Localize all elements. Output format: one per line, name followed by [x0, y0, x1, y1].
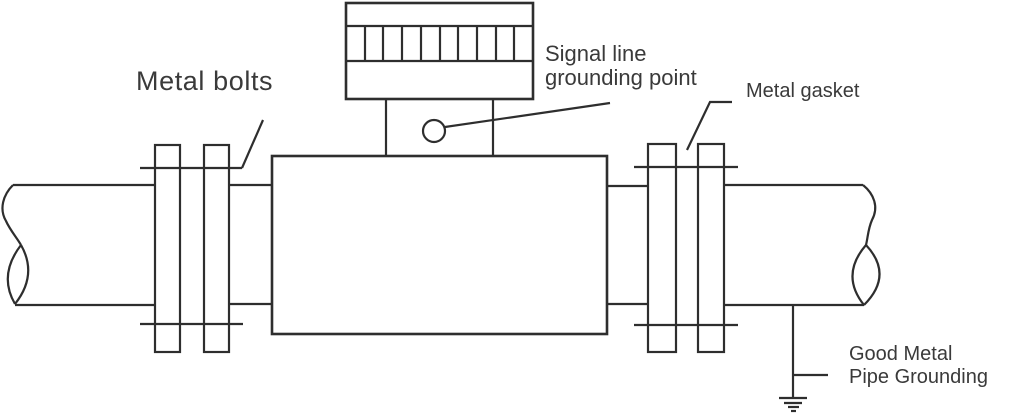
pipe-grounding-label-line1: Good Metal [849, 343, 953, 365]
meter-body [270, 154, 609, 336]
right-flange-plates [646, 142, 726, 354]
pipe-grounding-label: Good Metal Pipe Grounding [849, 343, 988, 389]
metal-gasket-label: Metal gasket [746, 80, 860, 102]
right-pipe-stub [607, 184, 648, 306]
pipe-grounding-label-line2: Pipe Grounding [849, 366, 988, 388]
signal-grounding-leader-line [444, 101, 611, 129]
converter-neck [384, 99, 495, 156]
signal-grounding-label-line1: Signal line [545, 41, 647, 66]
right-pipe-break-curve [862, 184, 877, 246]
right-pipe [724, 183, 881, 307]
metal-bolts-label: Metal bolts [136, 66, 274, 96]
metal-bolts-leader-line [240, 119, 265, 169]
left-flange-plates [153, 143, 231, 354]
signal-grounding-point-circle [421, 118, 447, 144]
earth-ground-icon [779, 305, 807, 413]
left-pipe [1, 183, 155, 307]
right-flange-bolts [634, 165, 738, 327]
signal-grounding-label-line2: grounding point [545, 65, 697, 90]
left-pipe-stub [229, 183, 272, 306]
left-pipe-break-curve [1, 184, 22, 246]
display-segment-dividers [363, 26, 516, 61]
signal-grounding-label: Signal line grounding point [545, 42, 697, 90]
right-pipe-break-lens [851, 244, 881, 306]
metal-gasket-leader-line [686, 100, 732, 151]
left-flange-bolts [140, 166, 243, 326]
converter-head [344, 1, 535, 101]
left-pipe-break-lens [6, 244, 30, 305]
